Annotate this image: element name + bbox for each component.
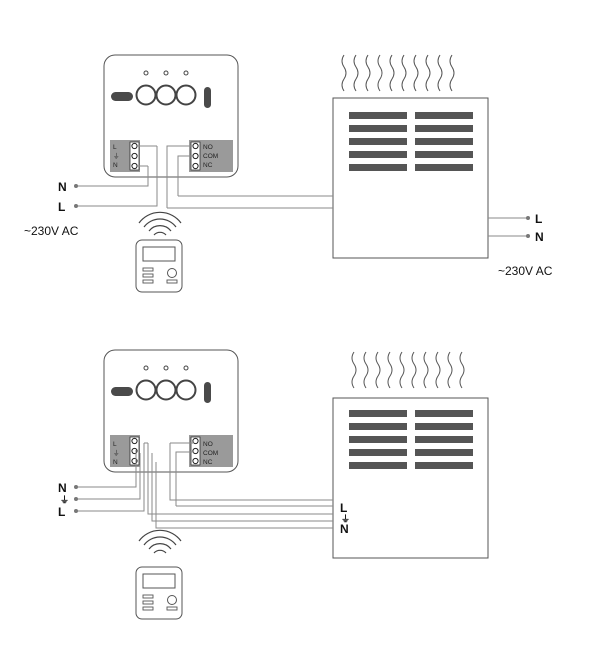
diagram-2: L ⏚ N NO COM NC: [58, 349, 489, 620]
terminal-label: L: [113, 144, 117, 151]
terminal-label: N: [113, 162, 118, 169]
wireless-signal-icon: [138, 529, 182, 554]
terminal-label: NO: [203, 144, 213, 151]
left-wire-label: N: [58, 180, 67, 194]
terminal-label: ⏚: [113, 449, 120, 457]
module-terminals-left: L ⏚ N: [113, 441, 120, 466]
thermostat-remote-icon[interactable]: [135, 239, 183, 293]
heat-waves-icon: [351, 351, 465, 389]
left-wire-label: L: [58, 505, 65, 519]
wires: [76, 442, 333, 529]
terminal-label: ⏚: [113, 152, 120, 160]
heater-wire-label: N: [340, 522, 349, 536]
wires: [76, 145, 528, 237]
terminal-label: NC: [203, 459, 213, 466]
module-terminals-left: L ⏚ N: [113, 144, 120, 169]
voltage-label: ~230V AC: [24, 224, 79, 238]
terminal-label: COM: [203, 450, 218, 457]
terminal-label: NO: [203, 441, 213, 448]
left-wire-label: L: [58, 200, 65, 214]
module-terminals-right: NO COM NC: [203, 144, 218, 169]
right-wire-label: L: [535, 212, 542, 226]
diagram-1: L ⏚ N NO COM NC: [24, 54, 553, 293]
left-wire-label: N: [58, 481, 67, 495]
heat-waves-icon: [341, 54, 455, 92]
thermostat-remote-icon[interactable]: [135, 566, 183, 620]
terminal-label: NC: [203, 162, 213, 169]
terminal-label: COM: [203, 153, 218, 160]
heater-icon: [332, 397, 489, 559]
heater-wire-label: L: [340, 501, 347, 515]
terminal-label: N: [113, 459, 118, 466]
left-wire-label: ⏚: [60, 495, 69, 505]
terminal-label: L: [113, 441, 117, 448]
heater-icon: [332, 97, 489, 259]
heater-wire-label: ⏚: [341, 514, 350, 524]
right-wire-label: N: [535, 230, 544, 244]
voltage-label: ~230V AC: [498, 264, 553, 278]
module-terminals-right: NO COM NC: [203, 441, 218, 466]
wireless-signal-icon: [138, 211, 182, 236]
